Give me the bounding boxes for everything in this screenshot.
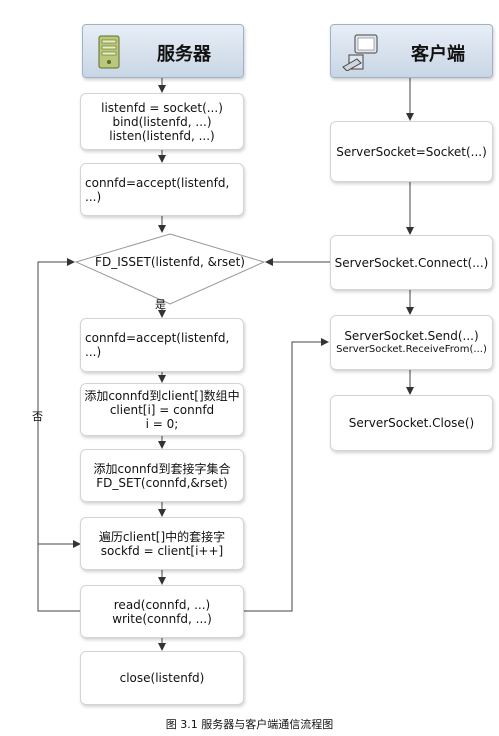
accept-step-2: connfd=accept(listenfd, ...) [80,318,244,372]
step-line: client[i] = connfd [109,402,215,417]
server-header: 服务器 [82,24,244,78]
step-line: 遍历client[]中的套接字 [98,529,226,544]
step-line: 添加connfd到client[]数组中 [84,388,240,403]
client-send-receive-step: ServerSocket.Send(...) ServerSocket.Rece… [330,315,493,370]
step-line: write(connfd, ...) [112,611,212,626]
step-line: ServerSocket.ReceiveFrom(...) [336,343,487,355]
fd-isset-decision [74,233,266,305]
client-socket-step: ServerSocket=Socket(...) [330,121,493,182]
client-connect-step: ServerSocket.Connect(...) [330,235,493,290]
arrow-no-loop [37,258,80,612]
no-label: 否 [32,410,43,423]
server-icon [98,35,120,69]
step-line: ServerSocket.Send(...) [344,328,479,343]
add-to-fdset-step: 添加connfd到套接字集合 FD_SET(connfd,&rset) [80,449,244,502]
step-line: listenfd = socket(...) [101,100,223,115]
read-write-step: read(connfd, ...) write(connfd, ...) [80,585,244,638]
step-line: ServerSocket.Connect(...) [334,255,489,270]
decision-label: FD_ISSET(listenfd, &rset) [95,255,245,269]
step-line: read(connfd, ...) [113,597,211,612]
step-line: connfd=accept(listenfd, ...) [85,175,230,204]
traverse-client-step: 遍历client[]中的套接字 sockfd = client[i++] [80,517,244,570]
accept-step-1: connfd=accept(listenfd, ...) [80,163,244,216]
step-line: i = 0; [145,416,179,431]
step-line: connfd=accept(listenfd, ...) [85,331,230,359]
yes-label: 是 [155,298,166,311]
close-step: close(listenfd) [80,651,244,705]
step-line: bind(listenfd, ...) [112,114,212,129]
computer-icon [342,34,378,71]
socket-bind-listen-step: listenfd = socket(...) bind(listenfd, ..… [80,93,244,150]
step-line: sockfd = client[i++] [100,543,224,558]
step-line: close(listenfd) [119,671,205,685]
step-line: listen(listenfd, ...) [109,128,215,143]
add-to-client-array-step: 添加connfd到client[]数组中 client[i] = connfd … [80,383,244,436]
client-close-step: ServerSocket.Close() [330,395,493,451]
step-line: ServerSocket=Socket(...) [336,144,487,159]
step-line: ServerSocket.Close() [348,416,475,430]
figure-caption: 图 3.1 服务器与客户端通信流程图 [165,718,334,731]
server-title: 服务器 [157,44,211,65]
client-title: 客户端 [411,44,465,65]
client-header: 客户端 [330,24,493,78]
step-line: 添加connfd到套接字集合 [93,461,231,476]
arrow-rw-to-send [244,338,329,612]
step-line: FD_SET(connfd,&rset) [96,475,228,490]
